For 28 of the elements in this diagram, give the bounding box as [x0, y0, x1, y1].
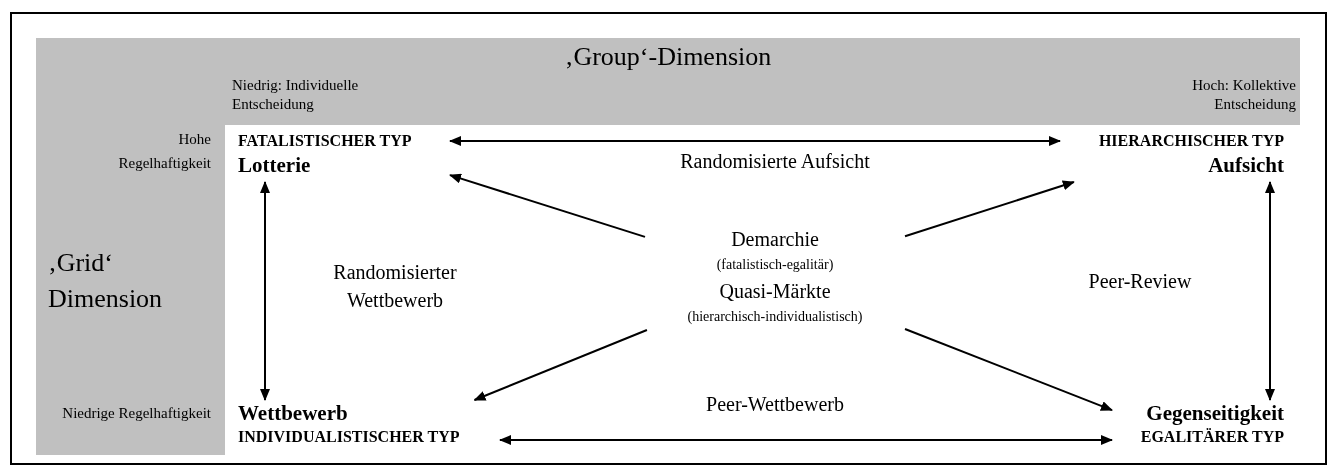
arrow: [449, 136, 1061, 146]
arrow: [904, 327, 1113, 412]
type-heading: EGALITÄRER TYP: [1139, 427, 1284, 447]
type-name: Gegenseitigkeit: [1145, 400, 1284, 426]
dimension-title: ‚Group‘-Dimension: [563, 42, 773, 72]
type-name: Wettbewerb: [238, 400, 349, 426]
dimension-band: [36, 38, 1300, 125]
arrow: [499, 435, 1113, 445]
type-name: Aufsicht: [1207, 152, 1284, 178]
mechanism-name: Demarchie: [730, 227, 820, 252]
arrow: [260, 181, 270, 401]
type-heading: HIERARCHISCHER TYP: [1097, 131, 1284, 151]
mechanism-name: Quasi-Märkte: [718, 279, 832, 304]
mechanism-note: (hierarchisch-individualistisch): [686, 308, 864, 326]
axis-label: Hohe Regelhaftigkeit: [117, 130, 211, 173]
axis-label: Niedrige Regelhaftigkeit: [61, 404, 211, 423]
dimension-band: [36, 125, 225, 455]
dimension-title: ‚Grid‘ Dimension: [48, 247, 164, 315]
axis-label: Niedrig: Individuelle Entscheidung: [232, 76, 360, 114]
arrow: [1265, 181, 1275, 401]
arrow: [473, 329, 648, 401]
type-heading: INDIVIDUALISTISCHER TYP: [238, 427, 461, 447]
type-heading: FATALISTISCHER TYP: [238, 131, 413, 151]
arrow: [904, 180, 1075, 238]
axis-label: Hoch: Kollektive Entscheidung: [1191, 76, 1296, 114]
type-name: Lotterie: [238, 152, 312, 178]
mechanism-note: (fatalistisch-egalitär): [715, 256, 835, 274]
arrow: [449, 173, 646, 238]
